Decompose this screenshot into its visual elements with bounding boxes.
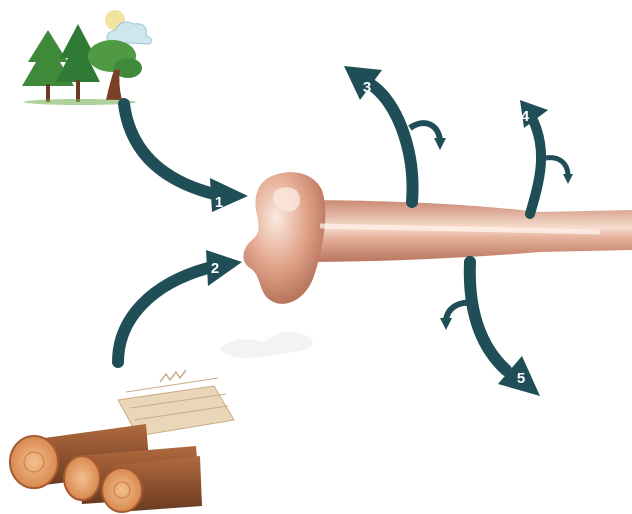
- logs-icon: [10, 370, 234, 512]
- tube-shape: [243, 172, 632, 304]
- arrow-3: 3: [344, 66, 446, 202]
- arrow-5: 5: [440, 262, 540, 396]
- arrow-2: 2: [118, 250, 242, 362]
- arrow-4: 4: [520, 100, 573, 214]
- arrow-3-label: 3: [363, 79, 371, 96]
- smoke-icon: [220, 332, 313, 358]
- arrow-1: 1: [124, 104, 248, 212]
- arrow-2-label: 2: [211, 260, 219, 277]
- arrow-4-label: 4: [521, 108, 530, 125]
- arrow-1-label: 1: [215, 194, 223, 211]
- arrow-5-label: 5: [517, 370, 525, 387]
- tree-cloud-icon: [22, 10, 151, 105]
